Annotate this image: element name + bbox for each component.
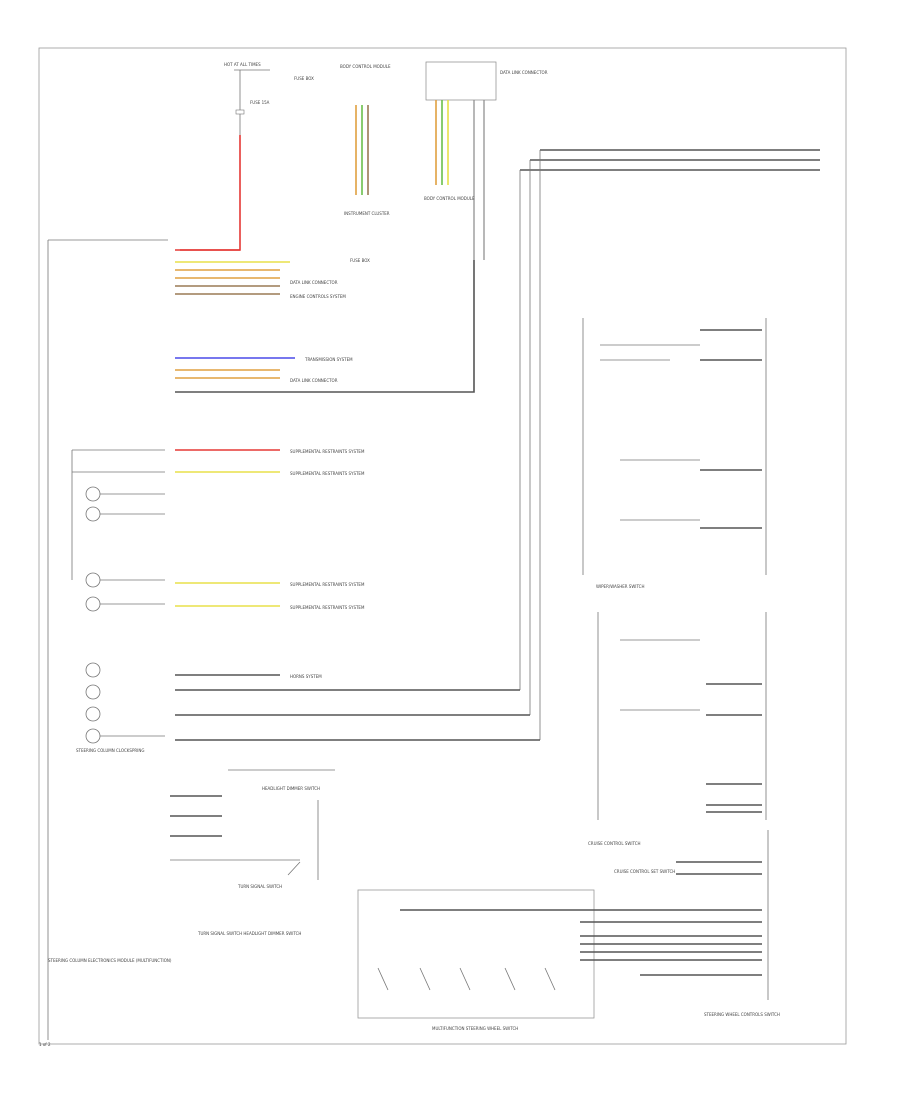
module-wires: FUSE BOX DATA LINK CONNECTOR ENGINE CONT…: [175, 249, 540, 741]
steering-module-label: STEERING COLUMN ELECTRONICS MODULE (MULT…: [48, 958, 172, 963]
top-connectors: BODY CONTROL MODULE INSTRUMENT CLUSTER D…: [340, 61, 548, 260]
corner-code: 1 of 2: [39, 1042, 51, 1047]
bcm-bottom-label: BODY CONTROL MODULE: [424, 196, 475, 201]
supp-rest-label-3: SUPPLEMENTAL RESTRAINTS SYSTEM: [290, 582, 365, 587]
hot-label: HOT AT ALL TIMES: [224, 62, 261, 67]
bus-top-right: [519, 149, 820, 740]
fuse-label: FUSE 15A: [250, 100, 270, 105]
cruise-module-label: CRUISE CONTROL SET SWITCH: [614, 869, 675, 874]
wiper-switch-label: WIPER/WASHER SWITCH: [596, 584, 644, 589]
fuse-box-label: FUSE BOX: [294, 76, 314, 81]
data-link-label: DATA LINK CONNECTOR: [500, 70, 548, 75]
data-link-right-label-2: DATA LINK CONNECTOR: [290, 378, 338, 383]
headlight-label: HEADLIGHT DIMMER SWITCH: [262, 786, 320, 791]
supp-rest-label-1: SUPPLEMENTAL RESTRAINTS SYSTEM: [290, 449, 365, 454]
instrument-cluster-label: INSTRUMENT CLUSTER: [344, 211, 390, 216]
supp-rest-label-4: SUPPLEMENTAL RESTRAINTS SYSTEM: [290, 605, 365, 610]
clockspring: STEERING COLUMN CLOCKSPRING: [71, 449, 165, 753]
fuse-block: HOT AT ALL TIMES FUSE 15A FUSE BOX: [180, 62, 314, 251]
headlight-switch: HEADLIGHT DIMMER SWITCH TURN SIGNAL SWIT…: [170, 769, 335, 936]
multifunction-switch-label: MULTIFUNCTION STEERING WHEEL SWITCH: [432, 1026, 518, 1031]
engine-cs-label: ENGINE CONTROLS SYSTEM: [290, 294, 346, 299]
left-module: STEERING COLUMN ELECTRONICS MODULE (MULT…: [47, 239, 172, 1040]
clockspring-label: STEERING COLUMN CLOCKSPRING: [76, 748, 144, 753]
outer-frame: [38, 47, 847, 1045]
horn-label: HORNS SYSTEM: [290, 674, 322, 679]
fuse-box-right-label: FUSE BOX: [350, 258, 370, 263]
right-switch-block-1: WIPER/WASHER SWITCH: [582, 318, 767, 589]
bottom-switch-block: MULTIFUNCTION STEERING WHEEL SWITCH STEE…: [357, 889, 780, 1031]
turn-bottom-label: TURN SIGNAL SWITCH HEADLIGHT DIMMER SWIT…: [197, 931, 301, 936]
trans-cs-label: TRANSMISSION SYSTEM: [304, 357, 353, 362]
supp-rest-label-2: SUPPLEMENTAL RESTRAINTS SYSTEM: [290, 471, 365, 476]
steering-controls-label: STEERING WHEEL CONTROLS SWITCH: [704, 1012, 780, 1017]
body-cm-label: BODY CONTROL MODULE: [340, 64, 391, 69]
turn-signal-label: TURN SIGNAL SWITCH: [237, 884, 282, 889]
data-link-right-label: DATA LINK CONNECTOR: [290, 280, 338, 285]
cruise-switch-label: CRUISE CONTROL SWITCH: [588, 841, 641, 846]
right-switch-block-2: CRUISE CONTROL SWITCH CRUISE CONTROL SET…: [588, 612, 767, 875]
